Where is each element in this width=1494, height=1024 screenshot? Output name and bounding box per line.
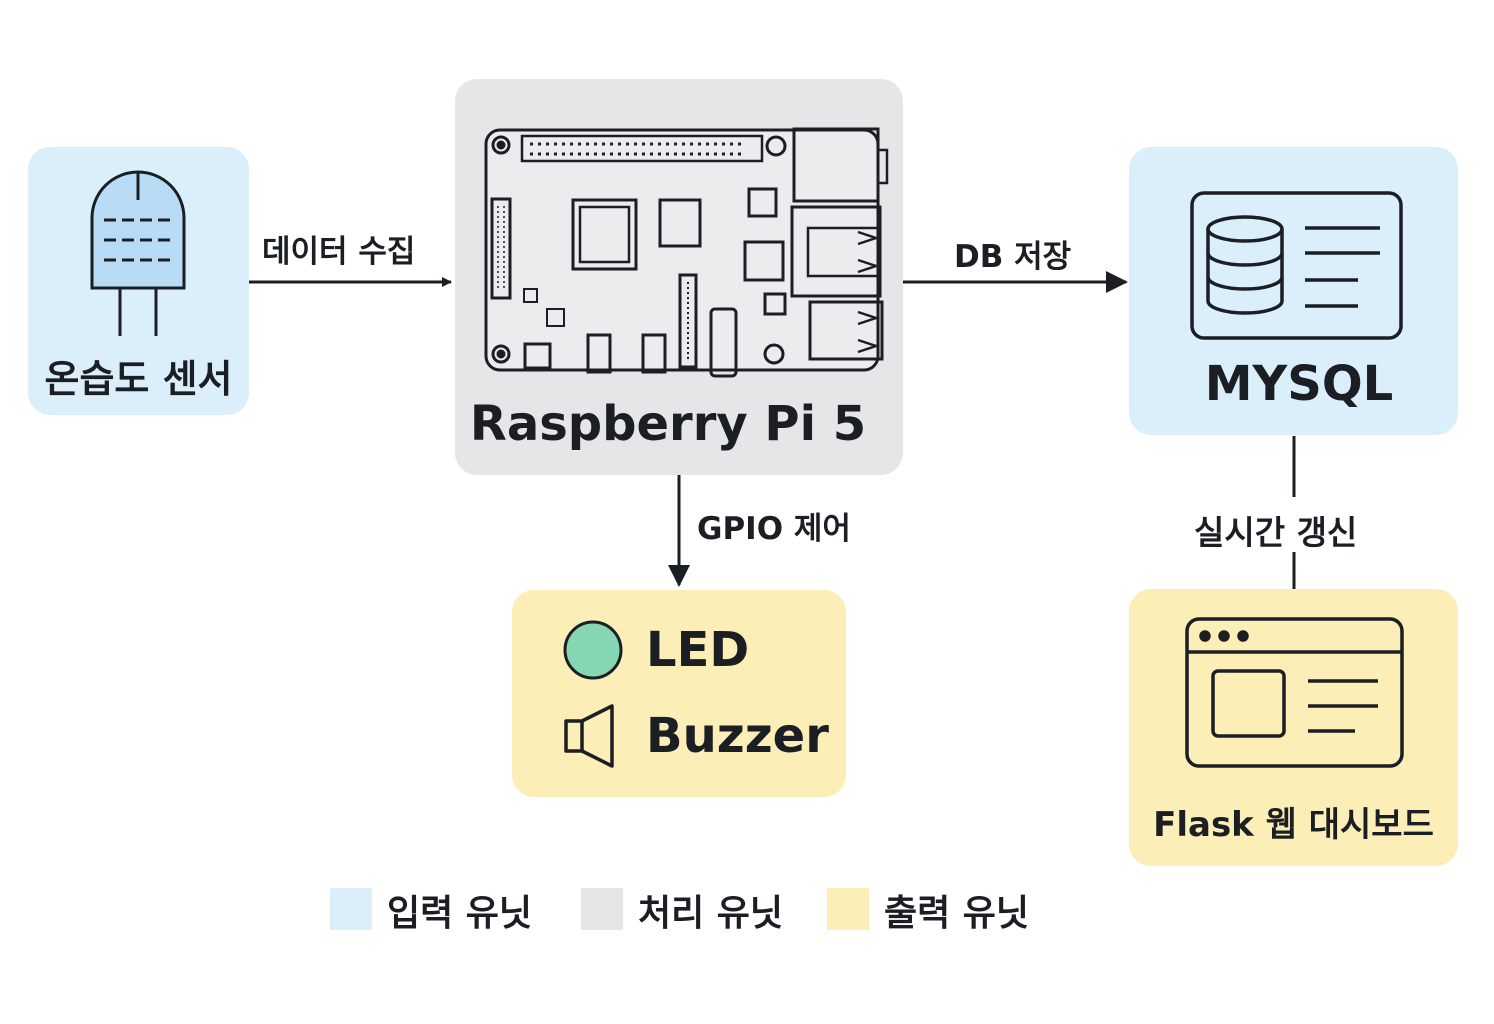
humidity-sensor-icon	[90, 170, 186, 336]
legend-swatch-processing	[581, 888, 623, 930]
output-devices-node	[512, 590, 846, 797]
database-icon	[1190, 191, 1403, 340]
raspberry-pi-label: Raspberry Pi 5	[469, 396, 867, 452]
legend-label-processing: 처리 유닛	[638, 893, 784, 934]
led-icon	[563, 620, 623, 680]
legend-swatch-input	[330, 888, 372, 930]
sensor-label: 온습도 센서	[44, 357, 233, 401]
dashboard-label: Flask 웹 대시보드	[1153, 805, 1434, 845]
collect-edge-label: 데이터 수집	[262, 234, 416, 270]
raspberry-pi-board-icon	[484, 127, 889, 378]
legend-label-output: 출력 유닛	[884, 893, 1030, 934]
gpio-edge-label: GPIO 제어	[697, 511, 851, 547]
store-edge-label: DB 저장	[954, 239, 1072, 275]
realtime-edge-label: 실시간 갱신	[1194, 513, 1358, 552]
led-label: LED	[646, 622, 750, 678]
mysql-label: MYSQL	[1204, 356, 1394, 412]
speaker-icon	[564, 704, 614, 768]
legend-swatch-output	[827, 888, 869, 930]
browser-window-icon	[1185, 617, 1404, 768]
buzzer-label: Buzzer	[646, 708, 829, 764]
legend-label-input: 입력 유닛	[387, 893, 533, 934]
